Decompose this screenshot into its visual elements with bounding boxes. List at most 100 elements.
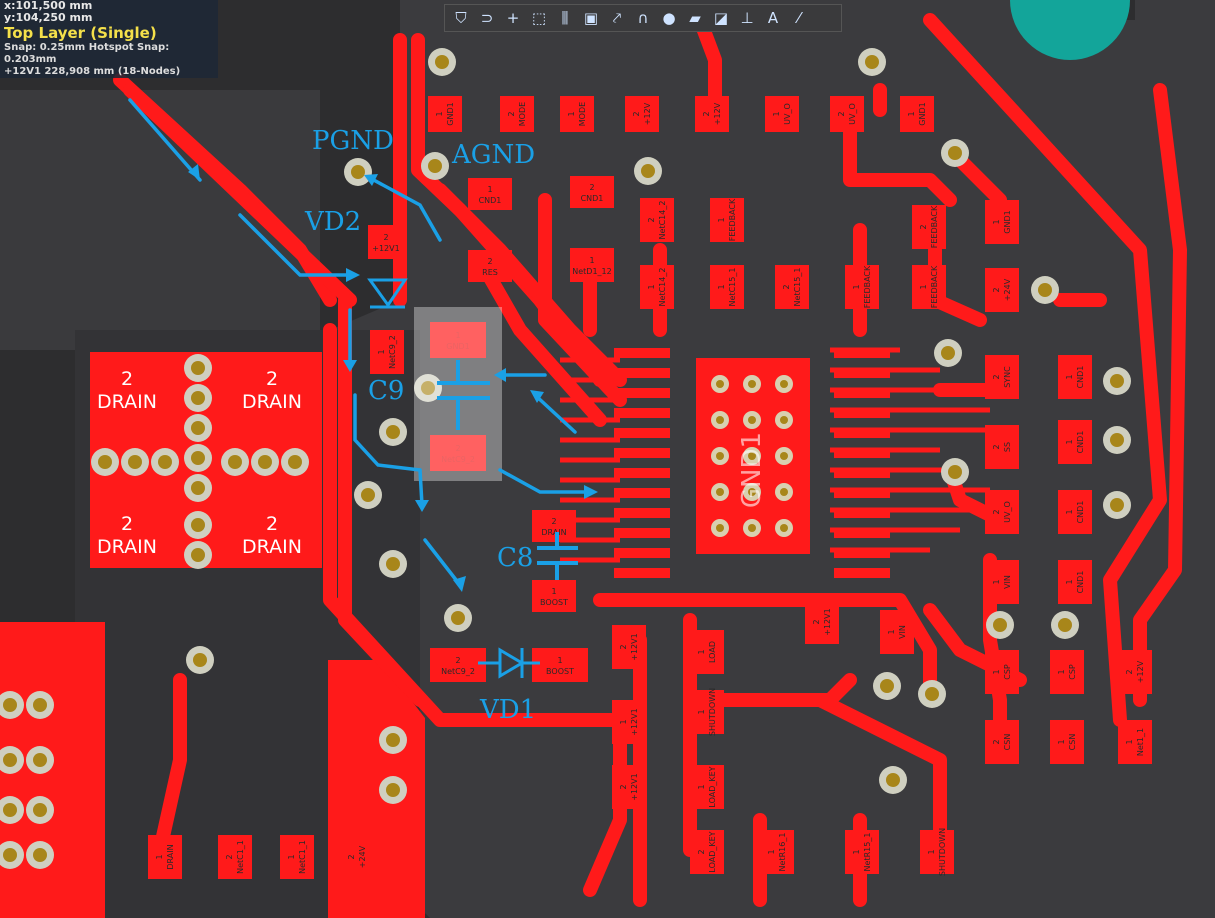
- via[interactable]: [444, 604, 472, 632]
- via[interactable]: [379, 550, 407, 578]
- via[interactable]: [1103, 367, 1131, 395]
- via[interactable]: [151, 448, 179, 476]
- smd-pad[interactable]: 2+12V: [695, 96, 729, 132]
- via[interactable]: [873, 672, 901, 700]
- via[interactable]: [0, 841, 24, 869]
- smd-pad[interactable]: 2+24V: [340, 835, 374, 879]
- via[interactable]: [184, 474, 212, 502]
- via[interactable]: [379, 726, 407, 754]
- via[interactable]: [26, 691, 54, 719]
- via[interactable]: [879, 766, 907, 794]
- tool-line-icon[interactable]: ⁄: [797, 9, 801, 27]
- via[interactable]: [91, 448, 119, 476]
- smd-pad[interactable]: 2+12V1: [805, 600, 839, 644]
- via[interactable]: [421, 152, 449, 180]
- smd-pad[interactable]: 2+12V: [625, 96, 659, 132]
- via[interactable]: [941, 139, 969, 167]
- via[interactable]: [184, 541, 212, 569]
- tool-select-rect-icon[interactable]: ⬚: [531, 9, 547, 27]
- via[interactable]: [379, 418, 407, 446]
- via[interactable]: [0, 746, 24, 774]
- via[interactable]: [379, 776, 407, 804]
- via[interactable]: [26, 841, 54, 869]
- tool-text-icon[interactable]: A: [767, 9, 779, 27]
- via[interactable]: [184, 384, 212, 412]
- via[interactable]: [184, 511, 212, 539]
- smd-pad[interactable]: 2+12V1: [612, 765, 646, 809]
- via[interactable]: [221, 448, 249, 476]
- via[interactable]: [184, 354, 212, 382]
- tool-dimension-icon[interactable]: ⊥: [740, 9, 754, 27]
- via[interactable]: [858, 48, 886, 76]
- smd-pad[interactable]: 2+12V1: [368, 225, 404, 259]
- via[interactable]: [634, 157, 662, 185]
- via[interactable]: [1051, 611, 1079, 639]
- tool-filter-icon[interactable]: ⛉: [455, 9, 467, 27]
- tool-via-icon[interactable]: ●: [662, 9, 676, 27]
- via[interactable]: [0, 796, 24, 824]
- smd-pad[interactable]: 1+12V1: [612, 700, 646, 744]
- via[interactable]: [986, 611, 1014, 639]
- via[interactable]: [1103, 491, 1131, 519]
- via[interactable]: [354, 481, 382, 509]
- tool-polygon-icon[interactable]: ▰: [689, 9, 701, 27]
- tool-align-icon[interactable]: ⫼: [561, 9, 569, 27]
- via[interactable]: [1031, 276, 1059, 304]
- via[interactable]: [934, 339, 962, 367]
- via[interactable]: [281, 448, 309, 476]
- via[interactable]: [941, 458, 969, 486]
- tool-component-icon[interactable]: ▣: [583, 9, 599, 27]
- via[interactable]: [1103, 426, 1131, 454]
- via[interactable]: [26, 796, 54, 824]
- via[interactable]: [184, 444, 212, 472]
- tool-route-icon[interactable]: ⊃: [480, 9, 494, 27]
- tool-place-cross-icon[interactable]: +: [506, 9, 520, 27]
- via[interactable]: [918, 680, 946, 708]
- via[interactable]: [251, 448, 279, 476]
